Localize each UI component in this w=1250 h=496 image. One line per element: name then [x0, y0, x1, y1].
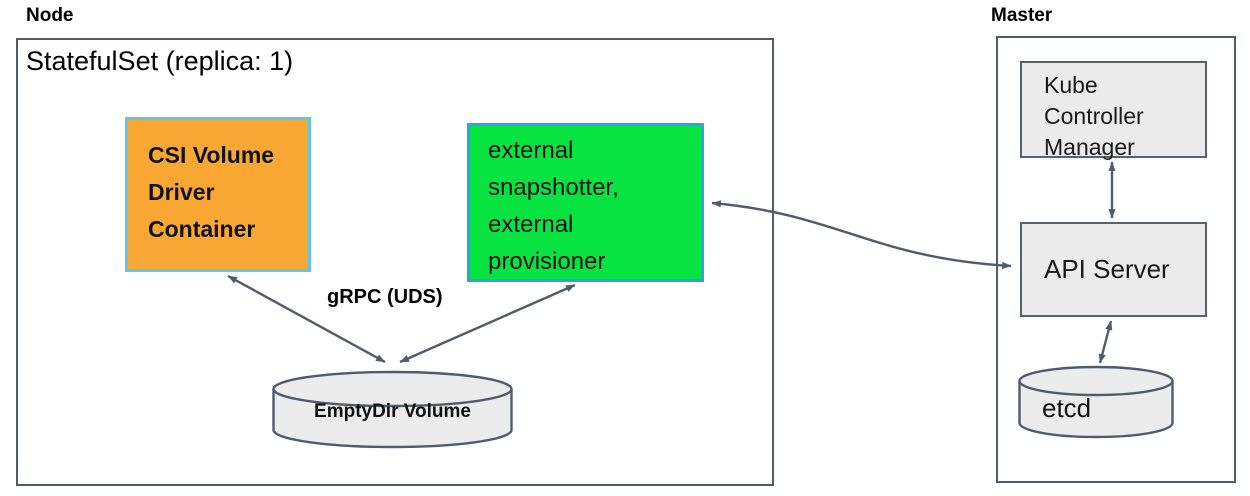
kube-controller-manager-box: Kube Controller Manager [1020, 61, 1207, 160]
etcd-label: etcd [1042, 393, 1092, 423]
api-server-label: API Server [1044, 254, 1170, 284]
csi-volume-driver-container-box: CSI Volume Driver Container [125, 117, 311, 272]
api-server-box: API Server [1020, 222, 1207, 317]
grpc-uds-label: gRPC (UDS) [327, 286, 443, 308]
statefulset-label: StatefulSet (replica: 1) [26, 46, 294, 76]
external-snapshotter-provisioner-box: external snapshotter, external provision… [467, 123, 704, 282]
emptydir-volume-label: EmptyDir Volume [314, 401, 471, 422]
master-group-label: Master [991, 5, 1053, 26]
node-group-label: Node [26, 5, 74, 26]
